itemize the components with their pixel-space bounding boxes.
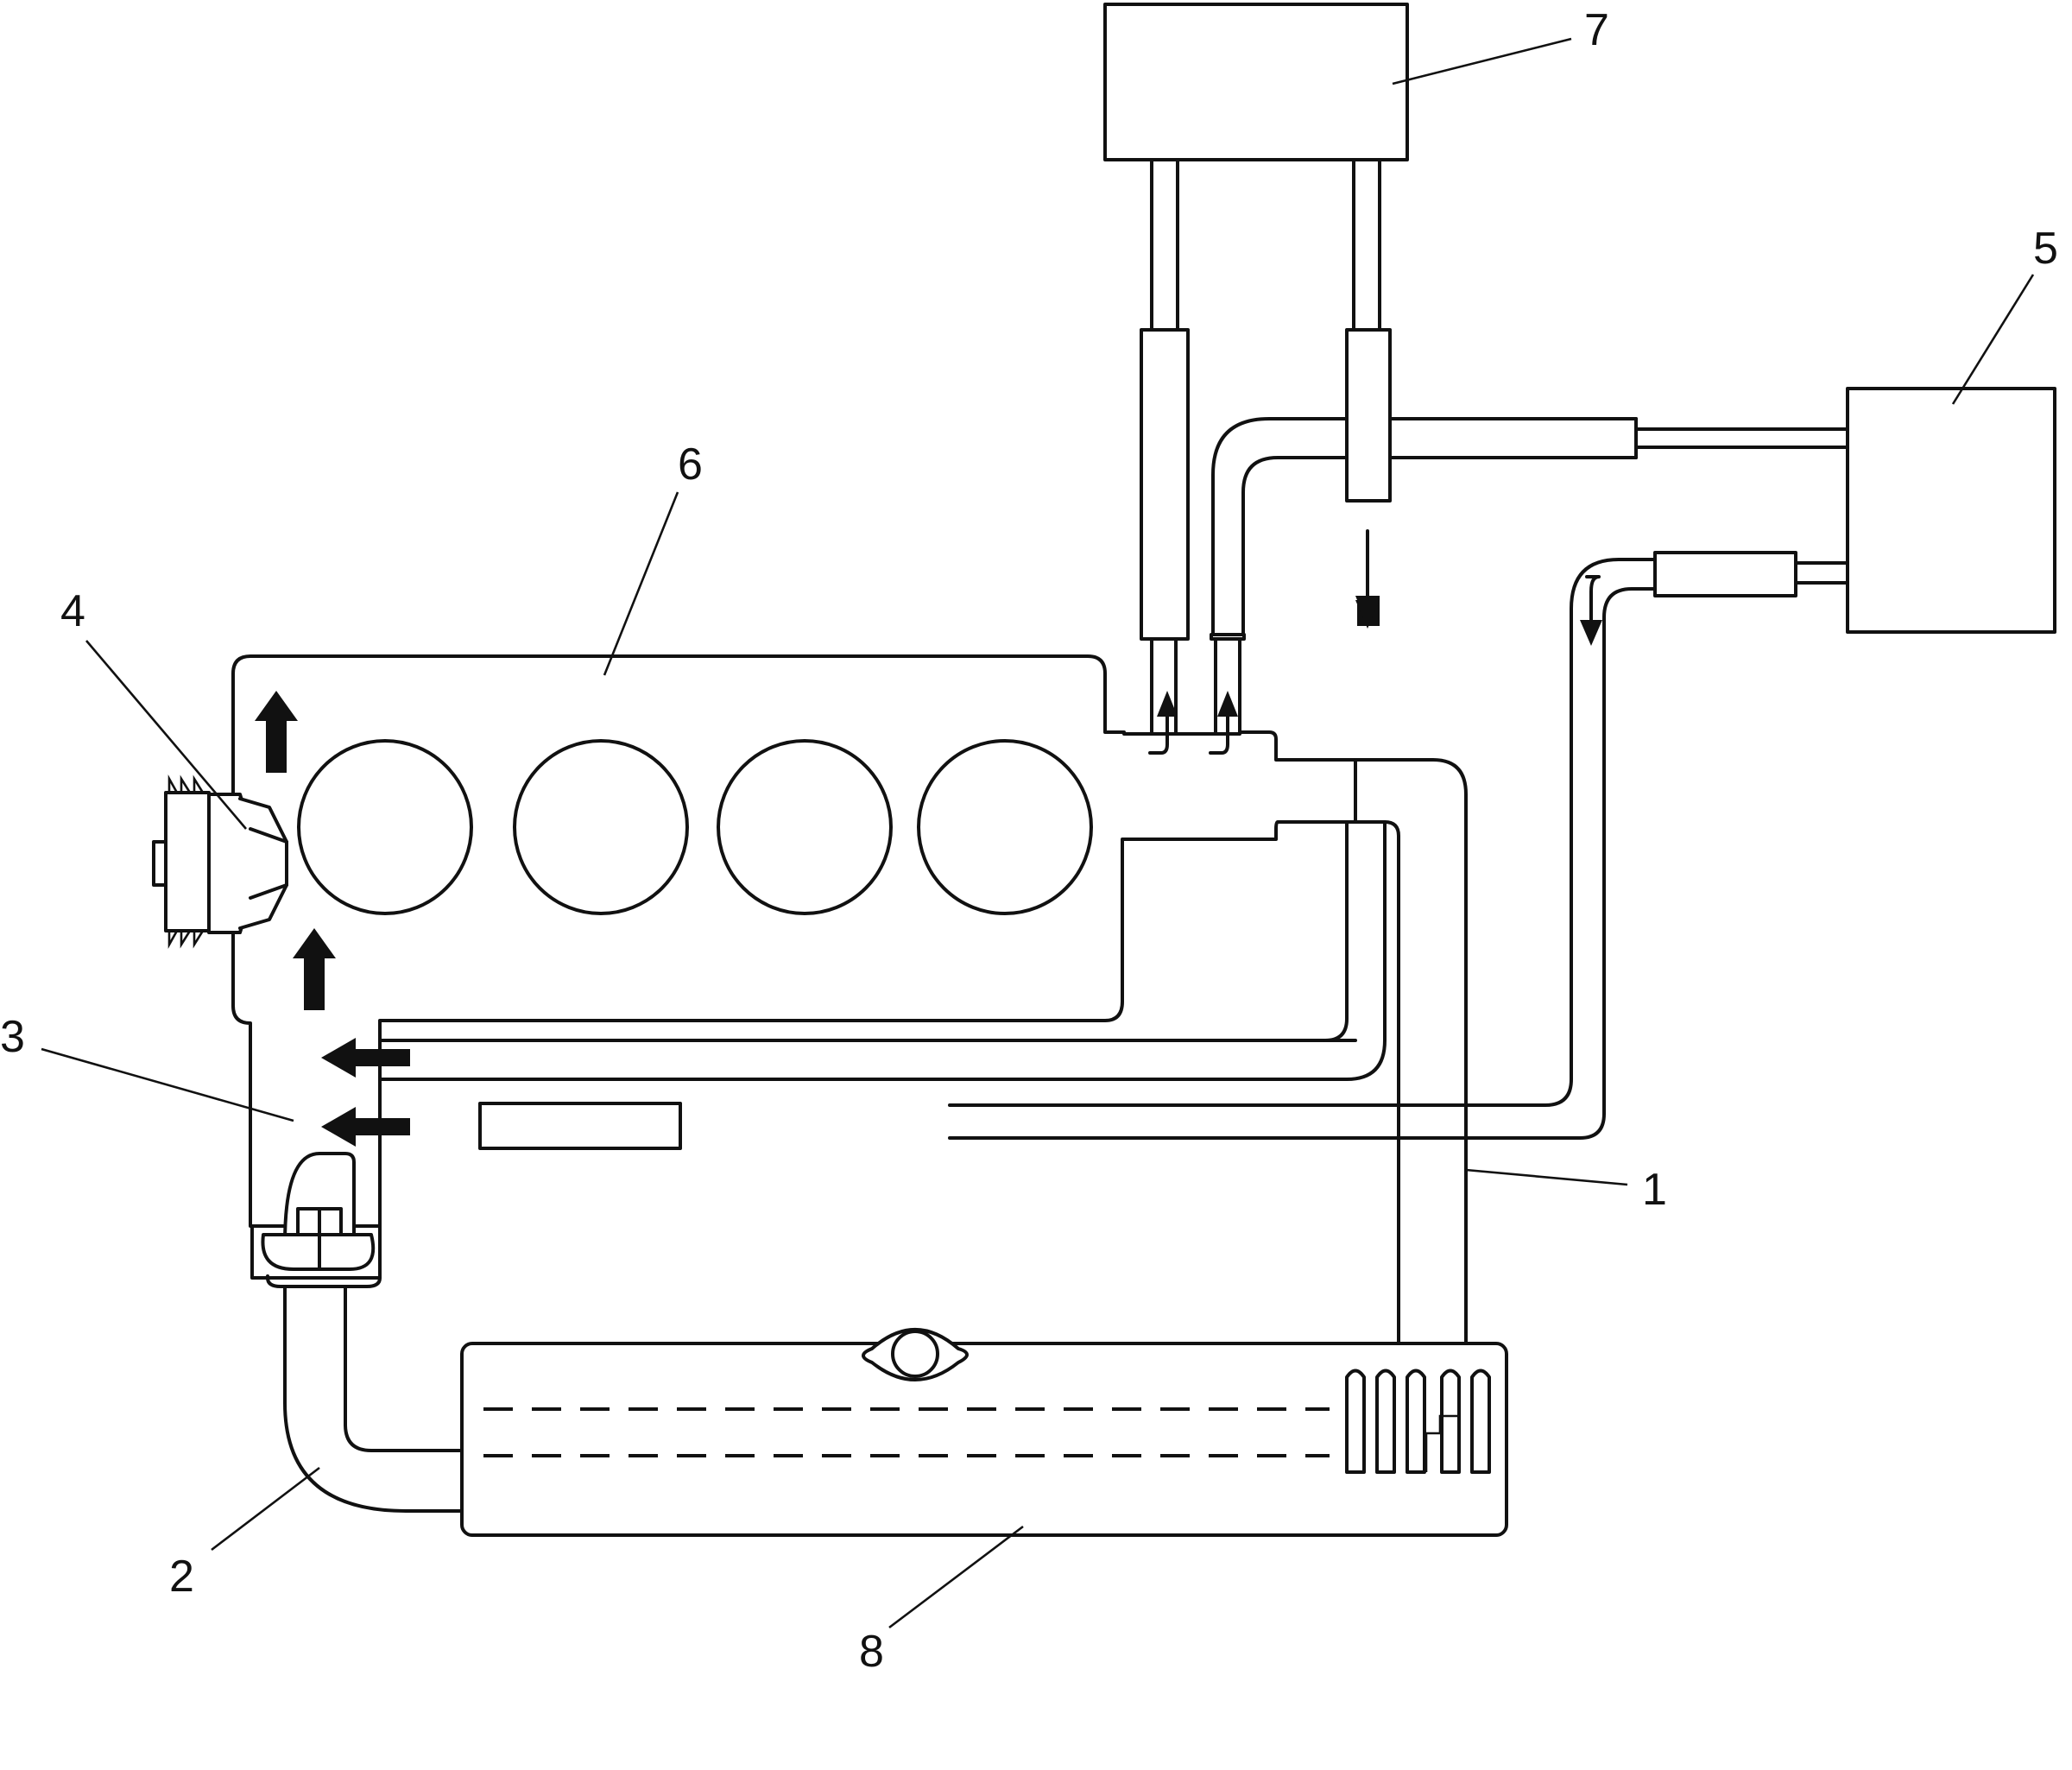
arrow-up-1 [255,691,298,773]
callout-3: 3 [0,1012,25,1062]
radiator [460,1328,1508,1537]
radiator-fin-tubes [1345,1369,1491,1474]
arrow-up-2 [293,928,336,1010]
coolant-passages [378,758,1468,1349]
cylinder-1 [297,739,473,915]
callout-4: 4 [60,586,85,636]
leader-8 [888,1525,1024,1629]
component-7-box [1103,3,1409,332]
thermostat-housing [250,1152,382,1288]
cylinder-4 [917,739,1093,915]
flow-arrows [255,529,1602,1147]
leader-1 [1465,1168,1628,1186]
leader-3 [41,1047,294,1122]
leader-lines [41,37,2035,1629]
engine-block [231,654,1357,1228]
callout-1: 1 [1642,1165,1667,1215]
heater-outlet-hose [1345,328,1849,503]
arrow-left-1 [321,1038,410,1078]
bypass-pipe [1210,417,1349,736]
leader-7 [1392,37,1572,85]
lower-radiator-hose [283,1285,468,1513]
callout-8: 8 [859,1627,884,1677]
callout-6: 6 [678,439,703,490]
arrow-left-2 [321,1107,410,1147]
leader-2 [211,1466,320,1552]
leader-6 [603,491,679,676]
callout-labels: 1 2 3 4 5 6 7 8 [0,5,2058,1677]
water-pump-pulley [152,774,288,949]
cylinder-3 [717,739,893,915]
leader-4 [85,640,247,830]
callout-5: 5 [2033,224,2058,274]
heater-inlet-hose [1140,328,1190,736]
cylinder-2 [513,739,689,915]
callout-7: 7 [1584,5,1609,55]
callout-2: 2 [169,1552,194,1602]
leader-5 [1951,274,2035,405]
component-5-box [948,387,2056,1140]
